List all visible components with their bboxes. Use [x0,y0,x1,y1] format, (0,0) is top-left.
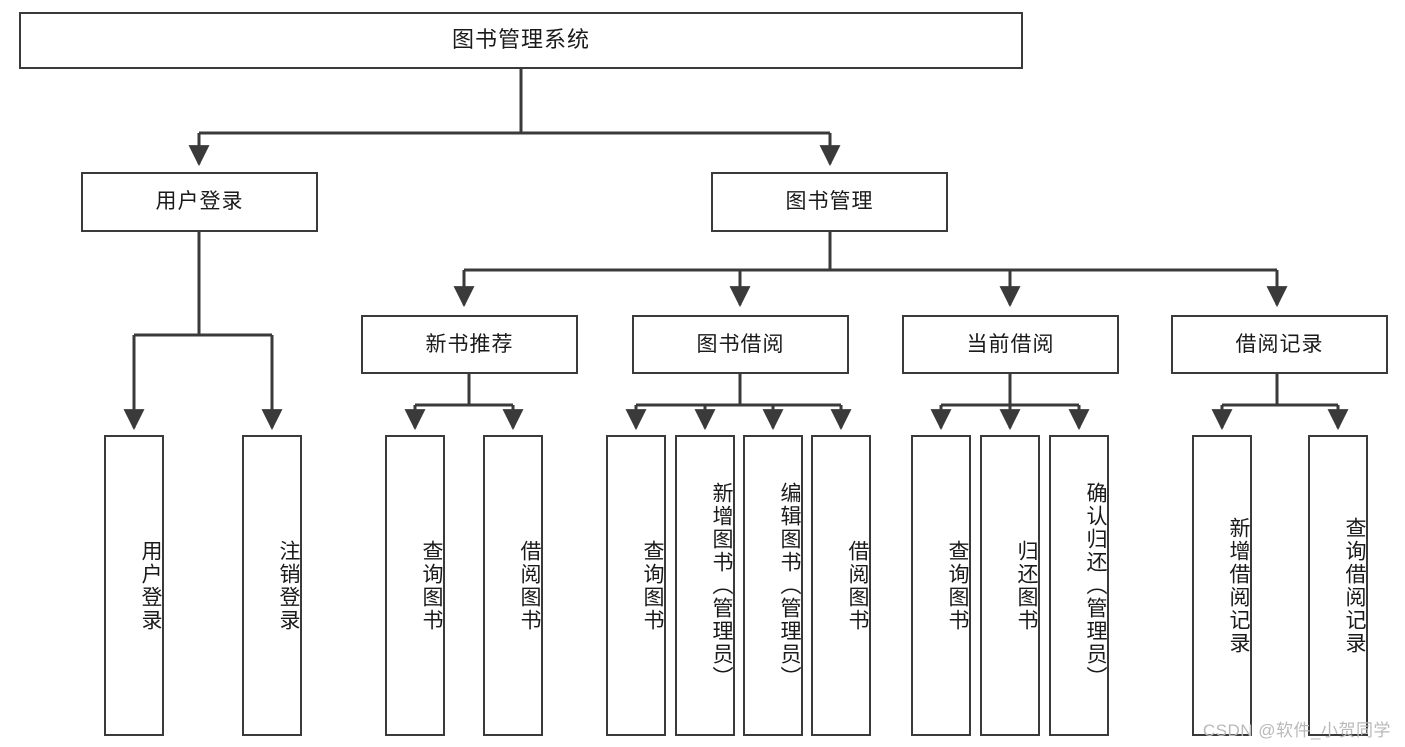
node-leaf-label: 查询图书 [946,539,969,632]
node-new-book-recommend-label: 新书推荐 [425,332,514,356]
node-leaf-book-borrow-edit[interactable]: 编辑图书（管理员） [743,435,803,736]
node-leaf-user-login-logout[interactable]: 注销登录 [242,435,302,736]
node-leaf-label: 借阅图书 [846,539,869,632]
node-leaf-label: 新增借阅记录 [1227,516,1250,655]
node-leaf-book-borrow-query[interactable]: 查询图书 [606,435,666,736]
node-leaf-book-borrow-borrow[interactable]: 借阅图书 [811,435,871,736]
node-leaf-label: 编辑图书（管理员） [778,482,801,689]
node-leaf-book-borrow-add[interactable]: 新增图书（管理员） [675,435,735,736]
node-leaf-user-login-login[interactable]: 用户登录 [104,435,164,736]
node-new-book-recommend[interactable]: 新书推荐 [361,315,578,374]
node-leaf-current-borrow-return[interactable]: 归还图书 [980,435,1040,736]
node-borrow-record-label: 借阅记录 [1235,332,1324,356]
node-leaf-new-book-borrow[interactable]: 借阅图书 [483,435,543,736]
node-leaf-current-borrow-query[interactable]: 查询图书 [911,435,971,736]
node-leaf-label: 确认归还（管理员） [1084,482,1107,689]
node-root-label: 图书管理系统 [451,27,590,53]
node-book-management-label: 图书管理 [785,190,874,214]
node-current-borrow-label: 当前借阅 [966,332,1055,356]
node-user-login[interactable]: 用户登录 [81,172,318,232]
node-leaf-label: 用户登录 [139,539,162,632]
node-leaf-current-borrow-confirm-return[interactable]: 确认归还（管理员） [1049,435,1109,736]
node-leaf-label: 归还图书 [1015,539,1038,632]
node-book-management[interactable]: 图书管理 [711,172,948,232]
node-leaf-label: 借阅图书 [518,539,541,632]
node-leaf-new-book-query[interactable]: 查询图书 [385,435,445,736]
node-leaf-label: 新增图书（管理员） [710,482,733,689]
node-leaf-label: 查询图书 [641,539,664,632]
node-leaf-label: 查询借阅记录 [1343,516,1366,655]
node-leaf-label: 查询图书 [420,539,443,632]
node-user-login-label: 用户登录 [155,190,244,214]
node-root-book-management-system[interactable]: 图书管理系统 [19,12,1023,69]
node-leaf-label: 注销登录 [277,539,300,632]
node-book-borrow[interactable]: 图书借阅 [632,315,849,374]
node-leaf-borrow-record-add[interactable]: 新增借阅记录 [1192,435,1252,736]
watermark-text: CSDN @软件_小贺同学 [1202,721,1391,740]
node-borrow-record[interactable]: 借阅记录 [1171,315,1388,374]
node-leaf-borrow-record-query[interactable]: 查询借阅记录 [1308,435,1368,736]
node-current-borrow[interactable]: 当前借阅 [902,315,1119,374]
node-book-borrow-label: 图书借阅 [696,332,785,356]
